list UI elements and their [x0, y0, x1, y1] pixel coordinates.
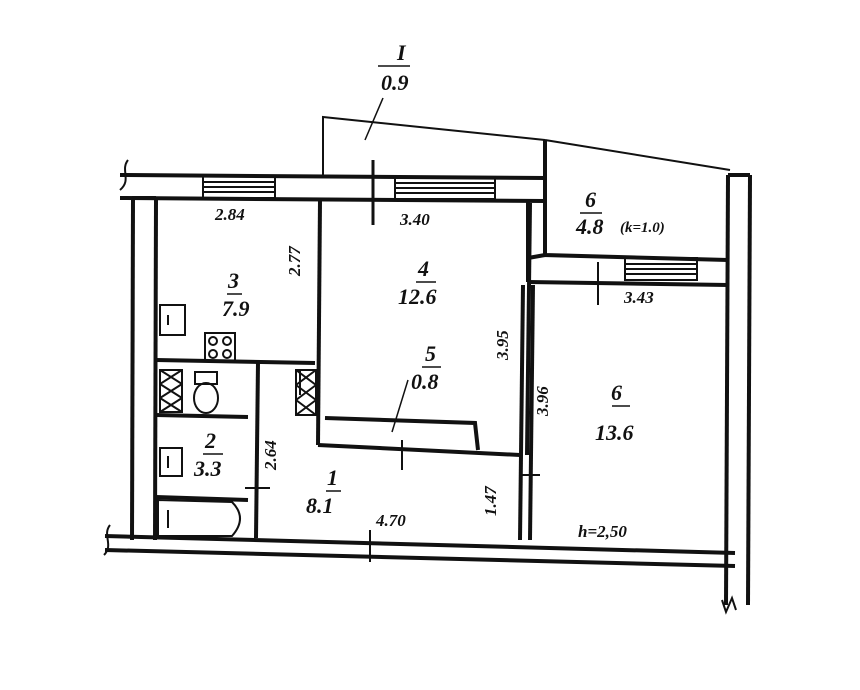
dim-kitchen-depth: 2.77 — [285, 245, 304, 277]
balcony-area: 0.9 — [381, 70, 409, 95]
dim-room4-depth: 3.95 — [493, 330, 512, 361]
room-6-number: 6 — [611, 380, 622, 405]
leader-lines — [203, 65, 630, 492]
dim-bath-depth: 2.64 — [261, 440, 280, 471]
outer-wall-left — [130, 196, 158, 541]
bathtub-icon — [157, 498, 241, 537]
room-1-number: 1 — [327, 465, 338, 490]
stove-icon — [204, 332, 236, 362]
door-ticks — [245, 262, 599, 562]
room-2-area: 3.3 — [193, 456, 222, 481]
dim-room6-depth: 3.96 — [533, 386, 552, 417]
room-5-area: 0.8 — [411, 369, 439, 394]
loggia-coefficient: (k=1.0) — [620, 220, 665, 236]
room-1-area: 8.1 — [306, 493, 334, 518]
room-3-number: 3 — [227, 268, 239, 293]
room-4-area: 12.6 — [398, 284, 437, 309]
loggia-area: 4.8 — [575, 214, 604, 239]
balcony-id: I — [396, 40, 407, 65]
room-6-walls — [518, 284, 535, 541]
balcony-outline — [322, 115, 546, 225]
dim-hall-width: 4.70 — [375, 511, 406, 530]
dim-room6-width: 3.43 — [623, 288, 654, 307]
room-3-area: 7.9 — [222, 296, 250, 321]
dim-hall-depth: 1.47 — [481, 485, 500, 516]
room-5-number: 5 — [425, 341, 436, 366]
loggia-number: 6 — [585, 187, 596, 212]
room-4-walls — [316, 199, 532, 457]
toilet-icon — [193, 371, 219, 414]
outer-wall-top — [119, 159, 546, 203]
room-2-number: 2 — [204, 428, 216, 453]
ventilation-icon — [159, 369, 317, 416]
room-4-number: 4 — [417, 256, 429, 281]
washbasin-icon — [159, 447, 183, 477]
window-room-4 — [394, 176, 496, 200]
window-kitchen — [202, 175, 276, 199]
ceiling-height: h=2,50 — [578, 522, 627, 541]
window-room-6 — [624, 257, 698, 281]
outer-wall-right — [721, 173, 752, 615]
room-6-area: 13.6 — [595, 420, 634, 445]
dim-kitchen-width: 2.84 — [214, 205, 245, 224]
outer-wall-bottom — [103, 524, 736, 568]
kitchen-sink-icon — [159, 304, 186, 336]
dim-room4-width: 3.40 — [399, 210, 430, 229]
